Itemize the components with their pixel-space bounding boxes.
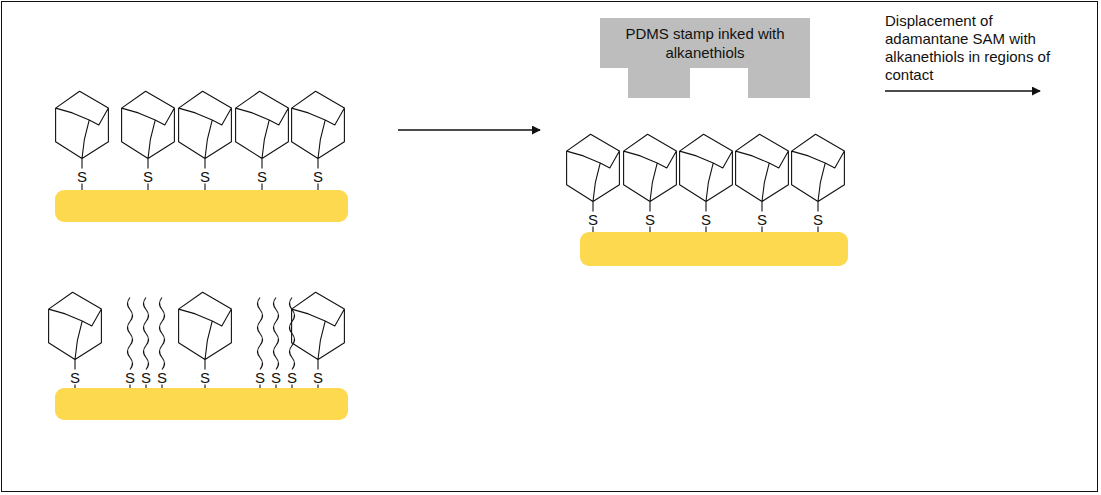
- sulfur-carbon-bond: [261, 159, 262, 169]
- sulfur-atom: S: [701, 211, 711, 228]
- adamantane-cage: [624, 134, 677, 201]
- process-arrow: [398, 129, 540, 130]
- sulfur-carbon-bond: [592, 202, 593, 212]
- gold-substrate: [580, 232, 848, 266]
- adamantane-cage: [179, 91, 232, 158]
- sulfur-carbon-bond: [317, 360, 318, 370]
- gold-substrate: [55, 388, 348, 420]
- sulfur-carbon-bond: [649, 202, 650, 212]
- gold-substrate: [55, 190, 348, 222]
- adamantane-cage: [792, 134, 845, 201]
- sulfur-atom: S: [141, 369, 151, 386]
- alkyl-chain: [160, 298, 165, 370]
- sulfur-atom: S: [125, 369, 135, 386]
- sulfur-carbon-bond: [204, 360, 205, 370]
- sulfur-atom: S: [588, 211, 598, 228]
- sulfur-atom: S: [200, 369, 210, 386]
- sulfur-atom: S: [77, 168, 87, 185]
- stamp-post: [748, 66, 810, 98]
- pdms-stamp: PDMS stamp inked with alkanethiols: [600, 18, 810, 68]
- sulfur-carbon-bond: [761, 202, 762, 212]
- alkyl-chain: [258, 298, 263, 370]
- alkyl-chain: [128, 298, 133, 370]
- sulfur-atom: S: [143, 168, 153, 185]
- adamantane-cage: [179, 292, 232, 359]
- sulfur-atom: S: [757, 211, 767, 228]
- sulfur-atom: S: [257, 168, 267, 185]
- adamantane-cage: [736, 134, 789, 201]
- step-description: Displacement of adamantane SAM with alka…: [885, 12, 1053, 84]
- sulfur-atom: S: [271, 369, 281, 386]
- sulfur-atom: S: [313, 168, 323, 185]
- alkyl-chain: [274, 298, 279, 370]
- adamantane-cage: [49, 292, 102, 359]
- sulfur-atom: S: [70, 369, 80, 386]
- sulfur-atom: S: [287, 369, 297, 386]
- sulfur-carbon-bond: [317, 159, 318, 169]
- sulfur-atom: S: [255, 369, 265, 386]
- adamantane-cage: [122, 91, 175, 158]
- sulfur-atom: S: [813, 211, 823, 228]
- adamantane-cage: [56, 91, 109, 158]
- adamantane-cage: [236, 91, 289, 158]
- sulfur-atom: S: [645, 211, 655, 228]
- sulfur-atom: S: [200, 168, 210, 185]
- sulfur-atom: S: [313, 369, 323, 386]
- sulfur-carbon-bond: [817, 202, 818, 212]
- adamantane-cage: [292, 292, 345, 359]
- adamantane-cage: [292, 91, 345, 158]
- sulfur-carbon-bond: [147, 159, 148, 169]
- sulfur-carbon-bond: [705, 202, 706, 212]
- process-arrow: [885, 90, 1040, 91]
- adamantane-cage: [680, 134, 733, 201]
- stamp-post: [628, 66, 690, 98]
- stamp-label: PDMS stamp inked with alkanethiols: [610, 24, 800, 62]
- sulfur-carbon-bond: [81, 159, 82, 169]
- sulfur-atom: S: [157, 369, 167, 386]
- alkyl-chain: [144, 298, 149, 370]
- adamantane-cage: [567, 134, 620, 201]
- sulfur-carbon-bond: [74, 360, 75, 370]
- sulfur-carbon-bond: [204, 159, 205, 169]
